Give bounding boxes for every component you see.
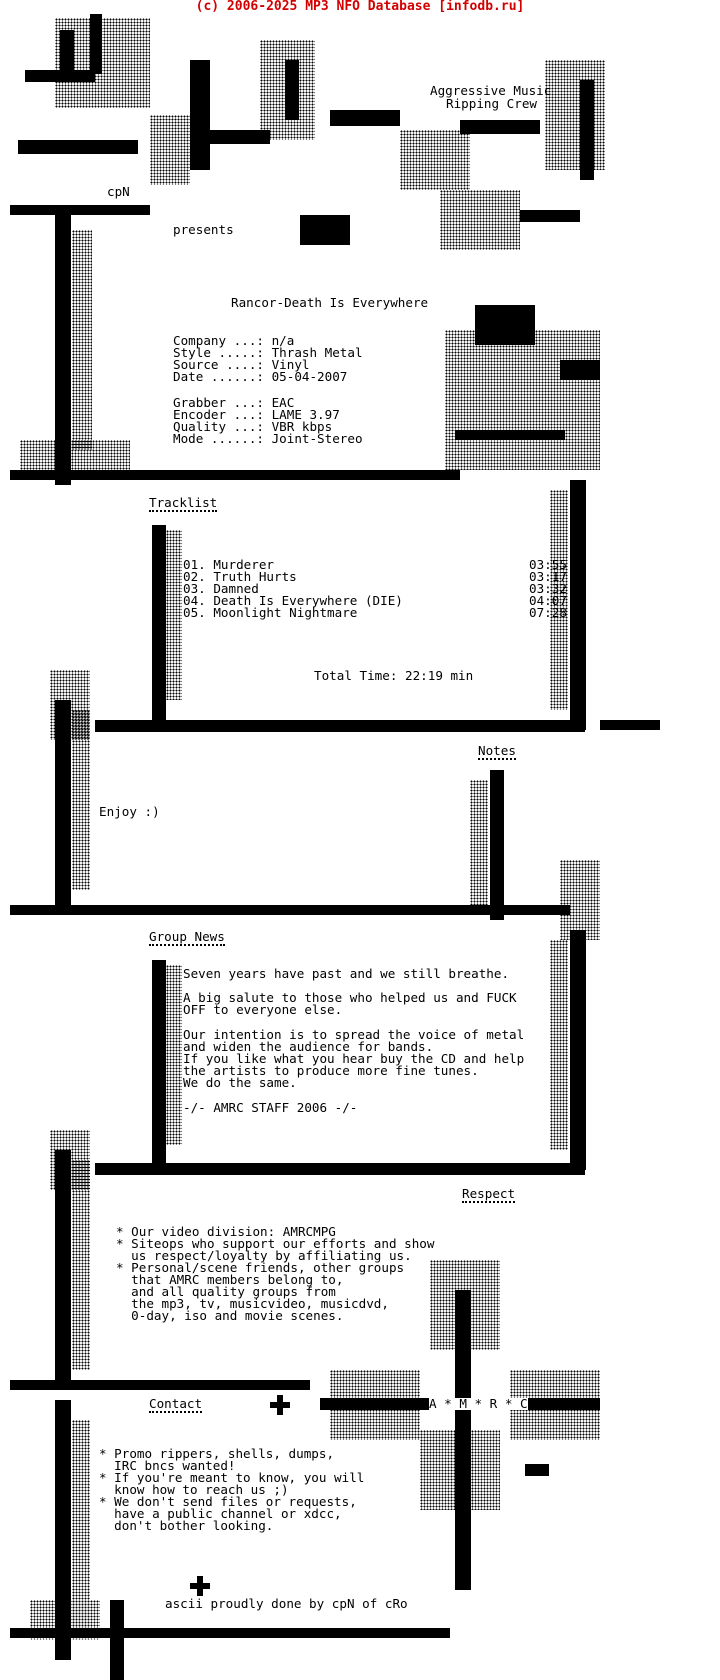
release-tech-encoder: Encoder ...: LAME 3.97 <box>173 407 340 422</box>
release-tech-grabber: Grabber ...: EAC <box>173 395 295 410</box>
group-name-line2: Ripping Crew <box>446 96 537 111</box>
news-line: A big salute to those who helped us and … <box>183 990 517 1005</box>
release-info-source: Source ....: Vinyl <box>173 357 310 372</box>
release-info-date: Date ......: 05-04-2007 <box>173 369 348 384</box>
contact-line: have a public channel or xdcc, <box>99 1506 342 1521</box>
news-staff-signature: -/- AMRC STAFF 2006 -/- <box>183 1100 358 1115</box>
notes-heading: Notes <box>478 743 516 760</box>
track-time: 03:55 <box>529 557 567 572</box>
news-line: OFF to everyone else. <box>183 1002 343 1017</box>
release-info-company: Company ...: n/a <box>173 333 295 348</box>
track-time: 03:17 <box>529 569 567 584</box>
release-title: Rancor-Death Is Everywhere <box>231 295 429 310</box>
tracklist-heading: Tracklist <box>149 495 218 512</box>
contact-line: know how to reach us ;) <box>99 1482 289 1497</box>
group-name-line1: Aggressive Music <box>430 83 552 98</box>
respect-line: * Personal/scene friends, other groups <box>116 1260 405 1275</box>
contact-line: IRC bncs wanted! <box>99 1458 236 1473</box>
track-time: 07:28 <box>529 605 567 620</box>
respect-line: 0-day, iso and movie scenes. <box>116 1308 344 1323</box>
release-tech-mode: Mode ......: Joint-Stereo <box>173 431 363 446</box>
news-line: Our intention is to spread the voice of … <box>183 1027 525 1042</box>
respect-heading: Respect <box>462 1186 516 1203</box>
news-line: and widen the audience for bands. <box>183 1039 434 1054</box>
total-time: Total Time: 22:19 min <box>314 668 474 683</box>
release-info-style: Style .....: Thrash Metal <box>173 345 363 360</box>
copyright-header: (c) 2006-2025 MP3 NFO Database [infodb.r… <box>195 0 525 14</box>
contact-line: * Promo rippers, shells, dumps, <box>99 1446 335 1461</box>
track-title: 05. Moonlight Nightmare <box>183 605 358 620</box>
group-news-heading: Group News <box>149 929 225 946</box>
track-time: 04:07 <box>529 593 567 608</box>
ascii-credit: ascii proudly done by cpN of cRo <box>165 1596 408 1611</box>
track-title: 01. Murderer <box>183 557 274 572</box>
news-line: We do the same. <box>183 1075 297 1090</box>
track-title: 03. Damned <box>183 581 259 596</box>
respect-line: us respect/loyalty by affiliating us. <box>116 1248 412 1263</box>
track-time: 03:32 <box>529 581 567 596</box>
respect-line: and all quality groups from <box>116 1284 336 1299</box>
contact-line: don't bother looking. <box>99 1518 274 1533</box>
cross-label: A * M * R * C <box>429 1396 528 1411</box>
track-title: 04. Death Is Everywhere (DIE) <box>183 593 403 608</box>
respect-line: * Our video division: AMRCMPG <box>116 1224 336 1239</box>
news-line: the artists to produce more fine tunes. <box>183 1063 479 1078</box>
respect-line: that AMRC members belong to, <box>116 1272 344 1287</box>
news-line: If you like what you hear buy the CD and… <box>183 1051 525 1066</box>
contact-line: * If you're meant to know, you will <box>99 1470 365 1485</box>
notes-text: Enjoy :) <box>99 804 160 819</box>
release-tech-quality: Quality ...: VBR kbps <box>173 419 333 434</box>
artist-tag: cpN <box>107 184 130 199</box>
track-title: 02. Truth Hurts <box>183 569 297 584</box>
contact-line: * We don't send files or requests, <box>99 1494 357 1509</box>
presents-label: presents <box>173 222 234 237</box>
respect-line: * Siteops who support our efforts and sh… <box>116 1236 435 1251</box>
contact-heading: Contact <box>149 1396 203 1413</box>
respect-line: the mp3, tv, musicvideo, musicdvd, <box>116 1296 389 1311</box>
news-line: Seven years have past and we still breat… <box>183 966 510 981</box>
